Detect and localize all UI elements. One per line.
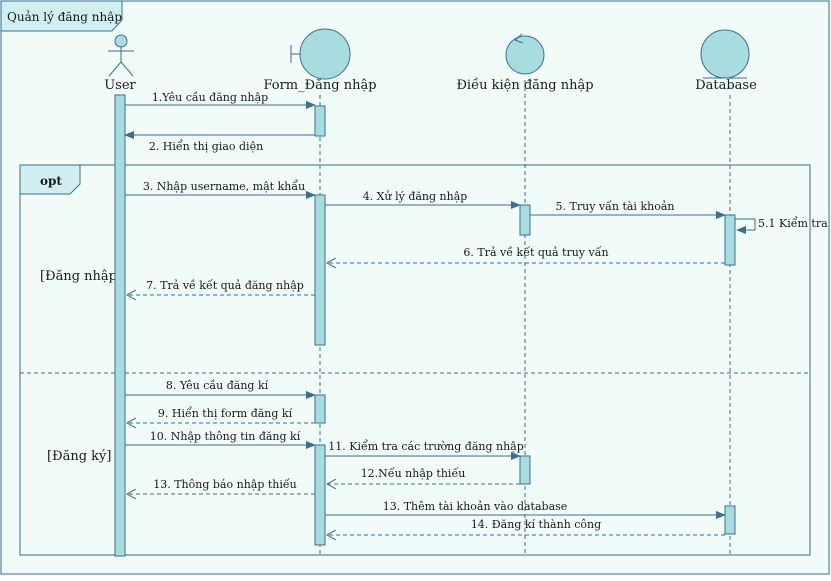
guard-login: [Đăng nhập] [40, 269, 122, 284]
form-activation-4 [314, 444, 326, 546]
message-13b-label: 13. Thêm tài khoản vào database [383, 500, 568, 513]
opt-fragment-header [19, 164, 81, 195]
message-8-label: 8. Yêu cầu đăng kí [166, 379, 269, 392]
form-activation-2 [314, 194, 326, 346]
guard-register: [Đăng ký] [47, 449, 111, 464]
form-activation-1 [314, 105, 326, 137]
message-2-label: 2. Hiển thị giao diện [149, 139, 263, 153]
message-5-label: 5. Truy vấn tài khoản [556, 200, 675, 213]
user-label: User [104, 78, 136, 93]
user-activation [114, 94, 126, 557]
lifelines [119, 80, 731, 556]
control-icon [505, 33, 545, 75]
database-activation-1 [724, 214, 736, 266]
message-7-label: 7. Trả về kết quả đăng nhập [146, 279, 304, 292]
frame-title: Quản lý đăng nhập [7, 10, 122, 24]
message-13a-label: 13. Thông báo nhập thiếu [153, 478, 297, 491]
opt-fragment [19, 164, 811, 556]
opt-operator: opt [40, 174, 62, 188]
database-entity-icon [700, 29, 750, 79]
control-activation-2 [519, 455, 531, 485]
frame-header [0, 0, 123, 32]
message-9-label: 9. Hiển thị form đăng kí [158, 406, 293, 420]
form-boundary-icon [290, 28, 351, 80]
message-11-label: 11. Kiểm tra các trường đăng nhập [328, 439, 524, 453]
message-3-label: 3. Nhập username, mật khẩu [143, 180, 305, 193]
database-activation-2 [724, 505, 736, 535]
message-1-label: 1.Yêu cầu đăng nhập [152, 91, 268, 104]
user-actor [108, 34, 134, 77]
message-5-1-self-arrow [735, 218, 756, 234]
database-label: Database [695, 78, 757, 93]
control-activation-1 [519, 204, 531, 236]
message-10-label: 10. Nhập thông tin đăng kí [150, 430, 301, 443]
message-14-label: 14. Đăng kí thành công [471, 518, 601, 531]
control-label: Điều kiện đăng nhập [456, 77, 593, 93]
message-5-1-label: 5.1 Kiểm tra [758, 216, 828, 230]
form-activation-3 [314, 394, 326, 424]
message-4-label: 4. Xử lý đăng nhập [363, 190, 468, 203]
activation-bars [114, 94, 736, 557]
form-label: Form_Đăng nhập [263, 78, 376, 93]
message-6-label: 6. Trả về kết quả truy vấn [463, 246, 608, 259]
message-12-label: 12.Nếu nhập thiếu [361, 467, 466, 480]
